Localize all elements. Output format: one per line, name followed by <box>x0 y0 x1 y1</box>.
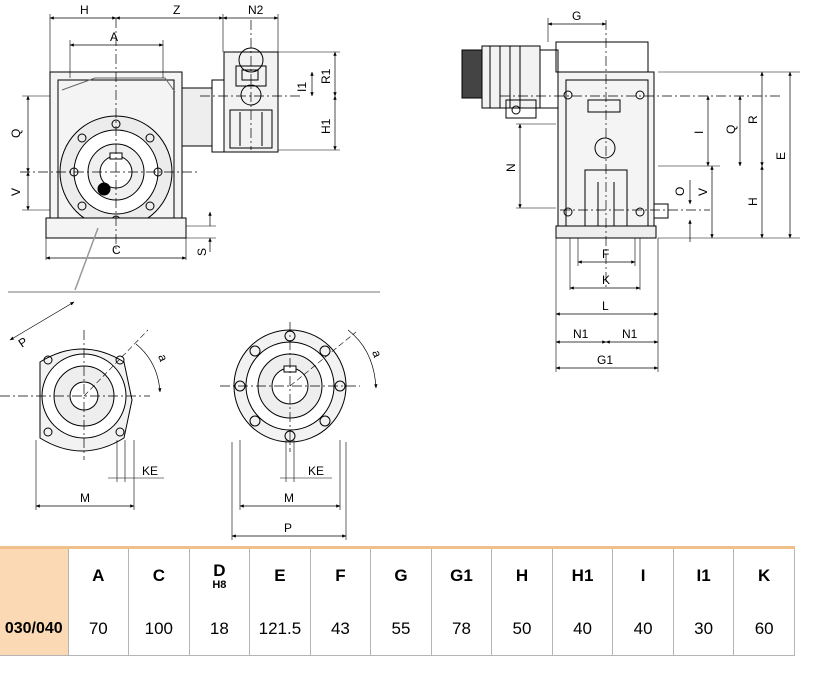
table-cell: 55 <box>370 603 432 656</box>
svg-text:R1: R1 <box>319 68 333 84</box>
svg-text:KE: KE <box>308 464 324 478</box>
svg-text:C: C <box>112 243 121 257</box>
table-row: 030/040 70 100 18 121.5 43 55 78 50 40 4… <box>0 603 795 656</box>
flange-right <box>220 322 378 540</box>
technical-drawing: H Z N2 A C Q V I1 R1 H1 S <box>0 3 800 540</box>
svg-text:K: K <box>602 273 610 287</box>
svg-text:N1: N1 <box>573 327 589 341</box>
svg-text:V: V <box>9 188 23 196</box>
svg-text:Z: Z <box>173 3 180 17</box>
svg-text:a: a <box>369 348 385 359</box>
front-view-labels: H Z N2 A C Q V I1 R1 H1 S <box>9 3 333 257</box>
table-cell: 40 <box>552 603 614 656</box>
svg-text:I: I <box>692 131 706 134</box>
svg-text:I1: I1 <box>295 82 309 92</box>
column-header: A <box>68 546 130 604</box>
table-cell: 30 <box>673 603 735 656</box>
side-view-labels: G N I Q R E O V H F K L N1 N1 G1 <box>504 9 788 367</box>
column-header: K <box>733 546 795 604</box>
svg-text:N: N <box>504 163 518 172</box>
table-cell: 43 <box>310 603 372 656</box>
svg-text:M: M <box>80 491 90 505</box>
svg-text:N1: N1 <box>622 327 638 341</box>
svg-text:H: H <box>746 197 760 206</box>
table-cell: 78 <box>431 603 493 656</box>
column-header: I1 <box>673 546 735 604</box>
column-header: E <box>249 546 311 604</box>
svg-text:a: a <box>155 352 171 363</box>
column-header: C <box>128 546 190 604</box>
column-header: G1 <box>431 546 493 604</box>
svg-text:Q: Q <box>9 129 23 138</box>
table-cell: 50 <box>491 603 553 656</box>
svg-text:F: F <box>602 247 609 261</box>
svg-text:M: M <box>284 491 294 505</box>
table-cell: 40 <box>612 603 674 656</box>
table-cell: 60 <box>733 603 795 656</box>
row-header: 030/040 <box>0 603 69 656</box>
side-view <box>461 18 800 372</box>
svg-text:KE: KE <box>142 464 158 478</box>
svg-text:S: S <box>195 248 209 256</box>
column-header: G <box>370 546 432 604</box>
svg-text:O: O <box>673 187 687 196</box>
column-header: I <box>612 546 674 604</box>
svg-text:P: P <box>16 334 31 350</box>
table-cell: 18 <box>189 603 251 656</box>
table-cell: 121.5 <box>249 603 311 656</box>
svg-text:A: A <box>110 30 118 44</box>
svg-text:G1: G1 <box>597 353 613 367</box>
svg-text:V: V <box>696 188 710 196</box>
table-cell: 100 <box>128 603 190 656</box>
column-header: H1 <box>552 546 614 604</box>
table-corner-cell <box>0 546 69 604</box>
svg-text:H: H <box>80 3 89 17</box>
svg-text:Q: Q <box>724 125 738 134</box>
svg-text:P: P <box>284 521 292 535</box>
svg-text:G: G <box>572 9 581 23</box>
front-view <box>20 14 340 291</box>
column-header: F <box>310 546 372 604</box>
svg-text:E: E <box>774 152 788 160</box>
flange-left <box>0 301 164 510</box>
svg-text:N2: N2 <box>248 3 264 17</box>
svg-text:H1: H1 <box>319 118 333 134</box>
column-header: H <box>491 546 553 604</box>
svg-text:L: L <box>602 299 609 313</box>
svg-text:R: R <box>746 115 760 124</box>
table-cell: 70 <box>68 603 130 656</box>
flange-right-labels: a KE M P <box>284 348 385 535</box>
